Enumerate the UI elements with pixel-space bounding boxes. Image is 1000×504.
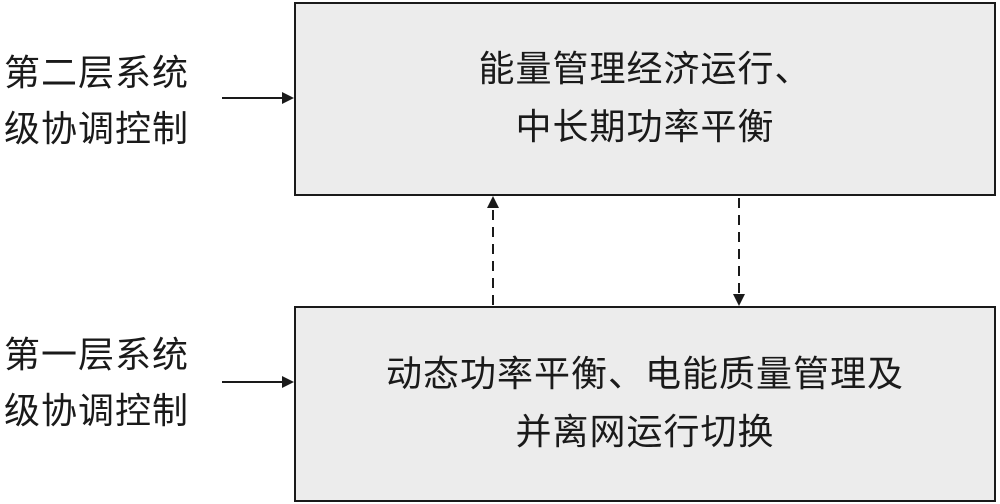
lower-level-label-line-1: 第一层系统 [4,335,190,376]
lower-level-label: 第一层系统 级协调控制 [4,328,219,440]
upper-level-label: 第二层系统 级协调控制 [4,46,219,158]
lower-level-label-line-2: 级协调控制 [4,391,190,432]
lower-level-box-line-1: 动态功率平衡、电能质量管理及 [385,354,904,395]
upper-level-box-line-1: 能量管理经济运行、 [478,49,812,90]
lower-level-box: 动态功率平衡、电能质量管理及 并离网运行切换 [294,306,996,502]
upper-level-label-line-2: 级协调控制 [4,109,190,150]
upper-level-box-line-2: 中长期功率平衡 [515,107,775,148]
upper-level-label-line-1: 第二层系统 [4,53,190,94]
lower-level-box-line-2: 并离网运行切换 [515,412,775,453]
upper-level-box: 能量管理经济运行、 中长期功率平衡 [294,2,996,196]
